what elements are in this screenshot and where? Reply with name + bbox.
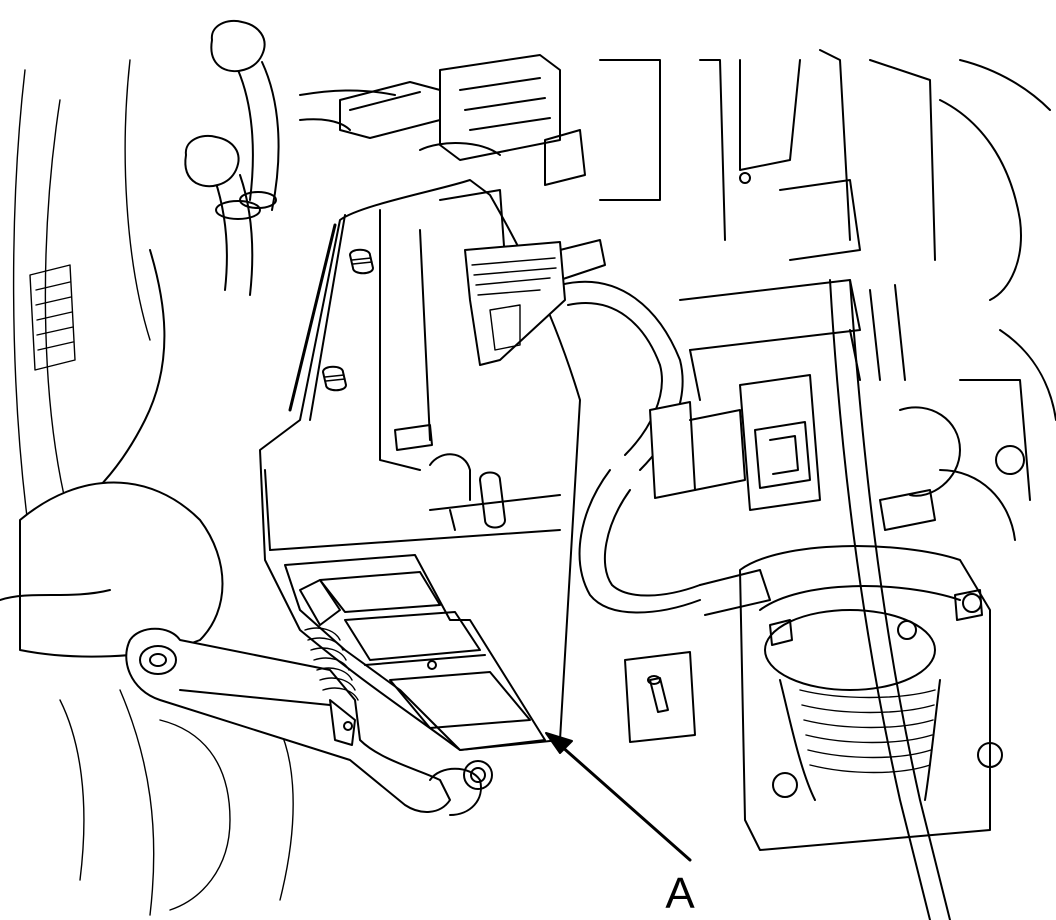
upper-hoses <box>184 20 396 296</box>
upper-brackets <box>339 54 586 186</box>
wire-harness <box>539 239 771 616</box>
callout-arrowhead <box>545 732 573 754</box>
lower-bracket <box>125 579 493 816</box>
background-left-panel <box>0 59 294 916</box>
small-bracket <box>624 651 696 743</box>
bottom-right-mount <box>739 379 1031 851</box>
side-connector <box>649 279 861 511</box>
hose-cap-lower <box>184 135 240 188</box>
callout-label: A <box>665 869 695 918</box>
callout-arrow-shaft <box>558 743 692 862</box>
vertical-cable <box>829 279 961 920</box>
module-base-plate <box>284 554 546 751</box>
module-connector <box>464 241 566 366</box>
hose-cap-upper <box>210 20 266 73</box>
callout-a: A <box>545 732 695 918</box>
right-upper-structure <box>599 49 1056 421</box>
